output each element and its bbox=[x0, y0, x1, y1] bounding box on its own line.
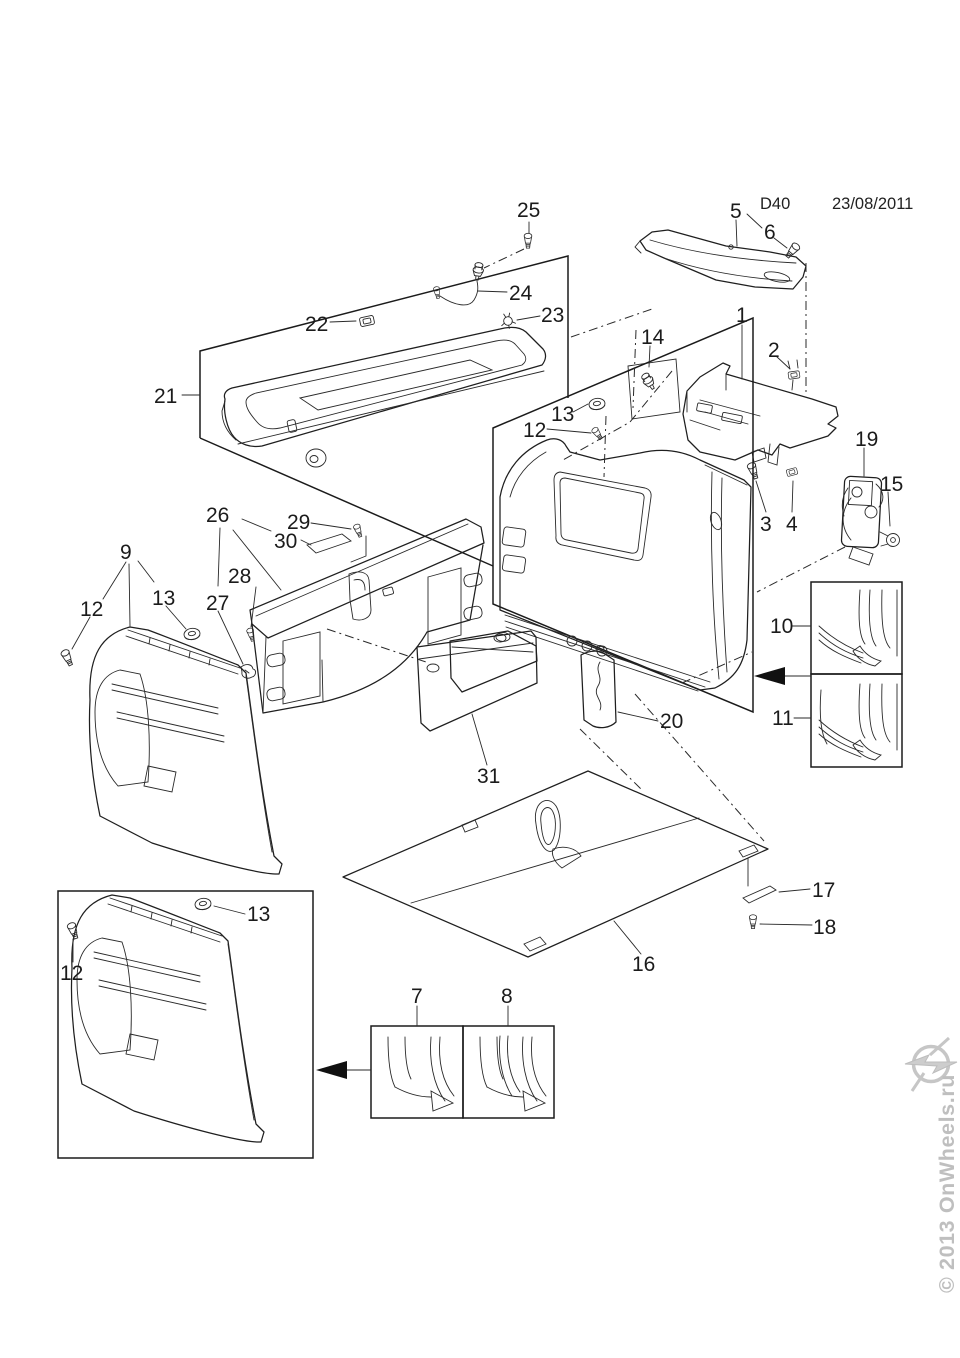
upper-trim-part-5 bbox=[634, 229, 807, 290]
part-label-22: 22 bbox=[305, 313, 329, 336]
latch-part-19 bbox=[840, 475, 884, 566]
part-label-10: 10 bbox=[770, 615, 794, 638]
part-label-1: 1 bbox=[736, 304, 748, 327]
watermark: © 2013 OnWheels.ru bbox=[904, 1036, 959, 1293]
part-label-3: 3 bbox=[760, 513, 772, 536]
part-label-12: 12 bbox=[80, 598, 104, 621]
part-label-5: 5 bbox=[730, 200, 742, 223]
part-label-13: 13 bbox=[152, 587, 176, 610]
clip-22 bbox=[358, 314, 376, 328]
opel-blitz-logo-icon bbox=[904, 1036, 958, 1092]
right-trim-panel bbox=[499, 438, 752, 692]
fastener-28 bbox=[245, 627, 257, 643]
part-label-15: 15 bbox=[880, 473, 904, 496]
part-label-21: 21 bbox=[154, 385, 178, 408]
quarter-panel-part-9 bbox=[88, 626, 283, 875]
part-label-25: 25 bbox=[517, 199, 541, 222]
screw-15 bbox=[879, 531, 900, 547]
load-floor-part-16 bbox=[342, 770, 769, 958]
screw-12-top bbox=[590, 425, 605, 442]
part-label-20: 20 bbox=[660, 710, 684, 733]
detail-box-11 bbox=[810, 673, 903, 768]
part-label-6: 6 bbox=[764, 221, 776, 244]
part-label-28: 28 bbox=[228, 565, 252, 588]
mat-30 bbox=[306, 533, 352, 554]
clip-4 bbox=[785, 467, 799, 477]
part-label-12: 12 bbox=[523, 419, 547, 442]
leader-lines bbox=[71, 213, 891, 1026]
arrow-to-left-panel-box bbox=[316, 1061, 372, 1079]
clip-2 bbox=[787, 359, 801, 391]
bracket-17 bbox=[742, 885, 777, 904]
screw-12-left bbox=[59, 648, 76, 668]
cap-13-bottom bbox=[193, 896, 213, 912]
screw-12-bottom bbox=[65, 921, 81, 941]
part-label-24: 24 bbox=[509, 282, 533, 305]
pillar-trim-part-1 bbox=[682, 362, 839, 466]
part-label-2: 2 bbox=[768, 339, 780, 362]
part-label-26: 26 bbox=[206, 504, 230, 527]
bracket-part-20 bbox=[580, 645, 617, 729]
parcel-shelf-box bbox=[199, 255, 569, 567]
parcel-shelf-part-21 bbox=[221, 326, 547, 468]
cable-24 bbox=[432, 261, 485, 306]
part-label-27: 27 bbox=[206, 592, 230, 615]
detail-box-10 bbox=[810, 581, 903, 675]
part-label-11: 11 bbox=[772, 707, 794, 730]
part-label-13: 13 bbox=[551, 403, 575, 426]
part-label-4: 4 bbox=[786, 513, 798, 536]
part-label-17: 17 bbox=[812, 879, 836, 902]
part-label-23: 23 bbox=[541, 304, 565, 327]
clip-27 bbox=[240, 664, 256, 679]
part-label-9: 9 bbox=[120, 541, 132, 564]
fastener-25 bbox=[523, 232, 533, 249]
part-label-19: 19 bbox=[855, 428, 879, 451]
part-label-8: 8 bbox=[501, 985, 513, 1008]
grommet-29 bbox=[350, 522, 367, 563]
screw-18 bbox=[748, 914, 758, 930]
quarter-panel-boxed bbox=[70, 894, 265, 1143]
cover-part-31 bbox=[416, 630, 538, 732]
construction-lines bbox=[326, 248, 846, 842]
part-label-16: 16 bbox=[632, 953, 656, 976]
arrow-to-panel-box bbox=[754, 667, 812, 685]
part-label-7: 7 bbox=[411, 985, 423, 1008]
part-label-14: 14 bbox=[641, 326, 665, 349]
detail-box-7 bbox=[370, 1025, 464, 1119]
part-label-29: 29 bbox=[287, 511, 311, 534]
detail-box-8 bbox=[462, 1025, 555, 1119]
watermark-text: © 2013 OnWheels.ru bbox=[935, 1074, 959, 1293]
part-label-18: 18 bbox=[813, 916, 837, 939]
diagram-date: 23/08/2011 bbox=[832, 195, 914, 213]
right-panel-box bbox=[492, 316, 754, 714]
cap-13-top bbox=[587, 396, 607, 412]
left-panel-box bbox=[57, 890, 314, 1159]
part-label-12: 12 bbox=[60, 962, 84, 985]
part-label-31: 31 bbox=[477, 765, 501, 788]
part-label-13: 13 bbox=[247, 903, 271, 926]
plug-14 bbox=[627, 358, 681, 420]
part-label-30: 30 bbox=[274, 530, 298, 553]
diagram-code: D40 bbox=[760, 195, 791, 213]
